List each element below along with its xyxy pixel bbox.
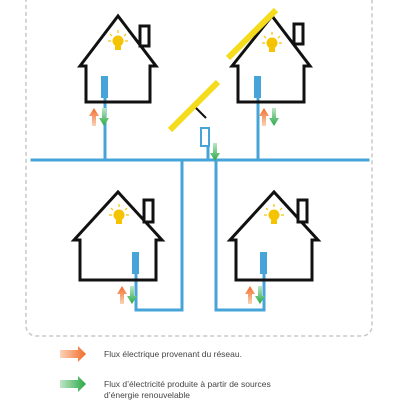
legend-renewable-flow-label-line2: d’énergie renouvelable — [104, 390, 191, 400]
house-outline-icon — [228, 13, 314, 104]
central-solar-installation — [167, 79, 221, 161]
orange-arrow-icon — [89, 108, 99, 126]
arrow-pair — [117, 286, 137, 304]
solar-panel-icon — [225, 7, 279, 61]
grid-link-house-bottom-right — [214, 158, 266, 312]
house-outline-icon — [226, 189, 322, 282]
meter-icon — [200, 127, 210, 147]
chimney — [292, 22, 305, 46]
green-arrow-icon — [127, 286, 137, 304]
meter-icon — [254, 76, 261, 98]
legend-renewable-flow-label-line1: Flux d’électricité produite à partir de … — [104, 379, 271, 389]
arrow-pair — [259, 108, 279, 126]
light-bulb-icon — [264, 204, 284, 224]
green-arrow-icon — [269, 108, 279, 126]
house-bottom-right — [226, 189, 322, 304]
orange-arrow-icon — [60, 346, 86, 362]
chimney — [138, 24, 151, 48]
legend-grid-arrow — [60, 346, 86, 362]
arrow-pair — [89, 108, 109, 126]
light-bulb-icon — [109, 204, 129, 224]
house-bottom-left — [70, 189, 166, 304]
green-arrow-icon — [255, 286, 265, 304]
legend-grid-flow-label: Flux électrique provenant du réseau. — [104, 349, 242, 359]
green-arrow-icon — [60, 376, 86, 392]
orange-arrow-icon — [117, 286, 127, 304]
house-top-left — [76, 13, 160, 126]
light-bulb-icon — [262, 32, 282, 52]
light-bulb-icon — [108, 30, 128, 50]
meter-icon — [132, 252, 139, 274]
house-outline-icon — [70, 189, 166, 282]
green-arrow-icon — [99, 108, 109, 126]
chimney — [296, 198, 309, 224]
house-top-right — [225, 7, 314, 126]
meter-icon — [260, 252, 267, 274]
orange-arrow-icon — [245, 286, 255, 304]
grid-link-house-bottom-left — [134, 158, 184, 312]
green-arrow-icon — [210, 143, 220, 161]
chimney — [142, 198, 155, 224]
dashed-frame — [25, 0, 373, 337]
solar-panel-icon — [167, 79, 221, 133]
solar-pole — [195, 107, 207, 119]
orange-arrow-icon — [259, 108, 269, 126]
arrow-pair — [245, 286, 265, 304]
meter-icon — [101, 76, 108, 98]
legend-renewable-arrow — [60, 376, 86, 392]
house-outline-icon — [76, 13, 160, 104]
